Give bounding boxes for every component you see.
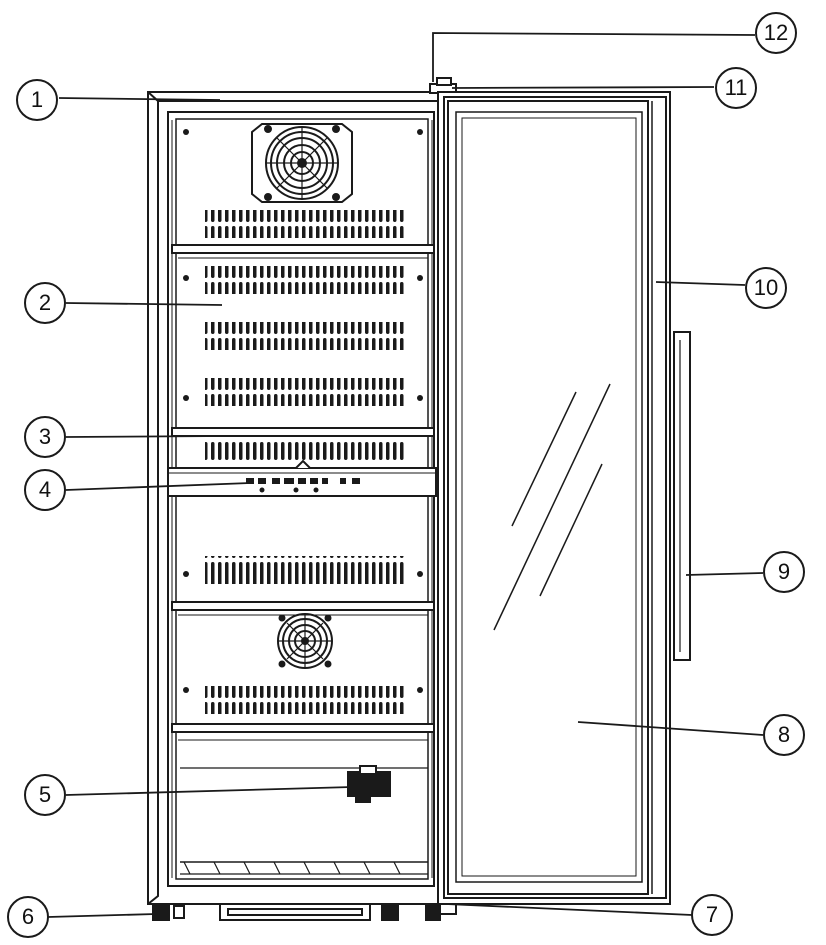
callout-circle	[24, 282, 66, 324]
callout-12: 12	[755, 12, 797, 54]
callout-number: 9	[778, 559, 790, 584]
glass-door	[437, 91, 671, 905]
control-panel	[167, 459, 437, 497]
callout-number: 7	[706, 902, 718, 927]
callout-circle	[763, 551, 805, 593]
callout-1: 1	[16, 79, 58, 121]
callout-3: 3	[24, 416, 66, 458]
callout-circle	[763, 714, 805, 756]
callout-circle	[24, 469, 66, 511]
callout-6: 6	[7, 896, 49, 938]
callout-circle	[691, 894, 733, 936]
callout-9: 9	[763, 551, 805, 593]
callout-circle	[745, 267, 787, 309]
callout-circle	[24, 416, 66, 458]
shelves	[171, 244, 435, 741]
bottom-fan	[277, 613, 333, 669]
callout-number: 12	[764, 20, 788, 45]
callout-circle	[7, 896, 49, 938]
callout-circle	[16, 79, 58, 121]
top-fan	[251, 123, 353, 203]
bottom-compartment	[180, 765, 428, 875]
callout-number: 8	[778, 722, 790, 747]
callout-circle	[715, 67, 757, 109]
callout-number: 5	[39, 782, 51, 807]
callout-number: 11	[725, 75, 748, 100]
callout-circle	[755, 12, 797, 54]
callout-5: 5	[24, 774, 66, 816]
door-handle	[673, 331, 691, 661]
callout-number: 6	[22, 904, 34, 929]
callout-2: 2	[24, 282, 66, 324]
callout-number: 4	[39, 477, 51, 502]
callout-number: 2	[39, 290, 51, 315]
callout-number: 3	[39, 424, 51, 449]
vent-grilles	[205, 210, 407, 714]
callout-7: 7	[691, 894, 733, 936]
callout-8: 8	[763, 714, 805, 756]
callout-4: 4	[24, 469, 66, 511]
callout-number: 1	[31, 87, 43, 112]
callout-10: 10	[745, 267, 787, 309]
callout-circle	[24, 774, 66, 816]
callout-number: 10	[754, 275, 778, 300]
callout-11: 11	[715, 67, 757, 109]
panel-screws	[183, 129, 423, 693]
base-feet	[152, 899, 457, 921]
leader-lines	[47, 32, 764, 918]
